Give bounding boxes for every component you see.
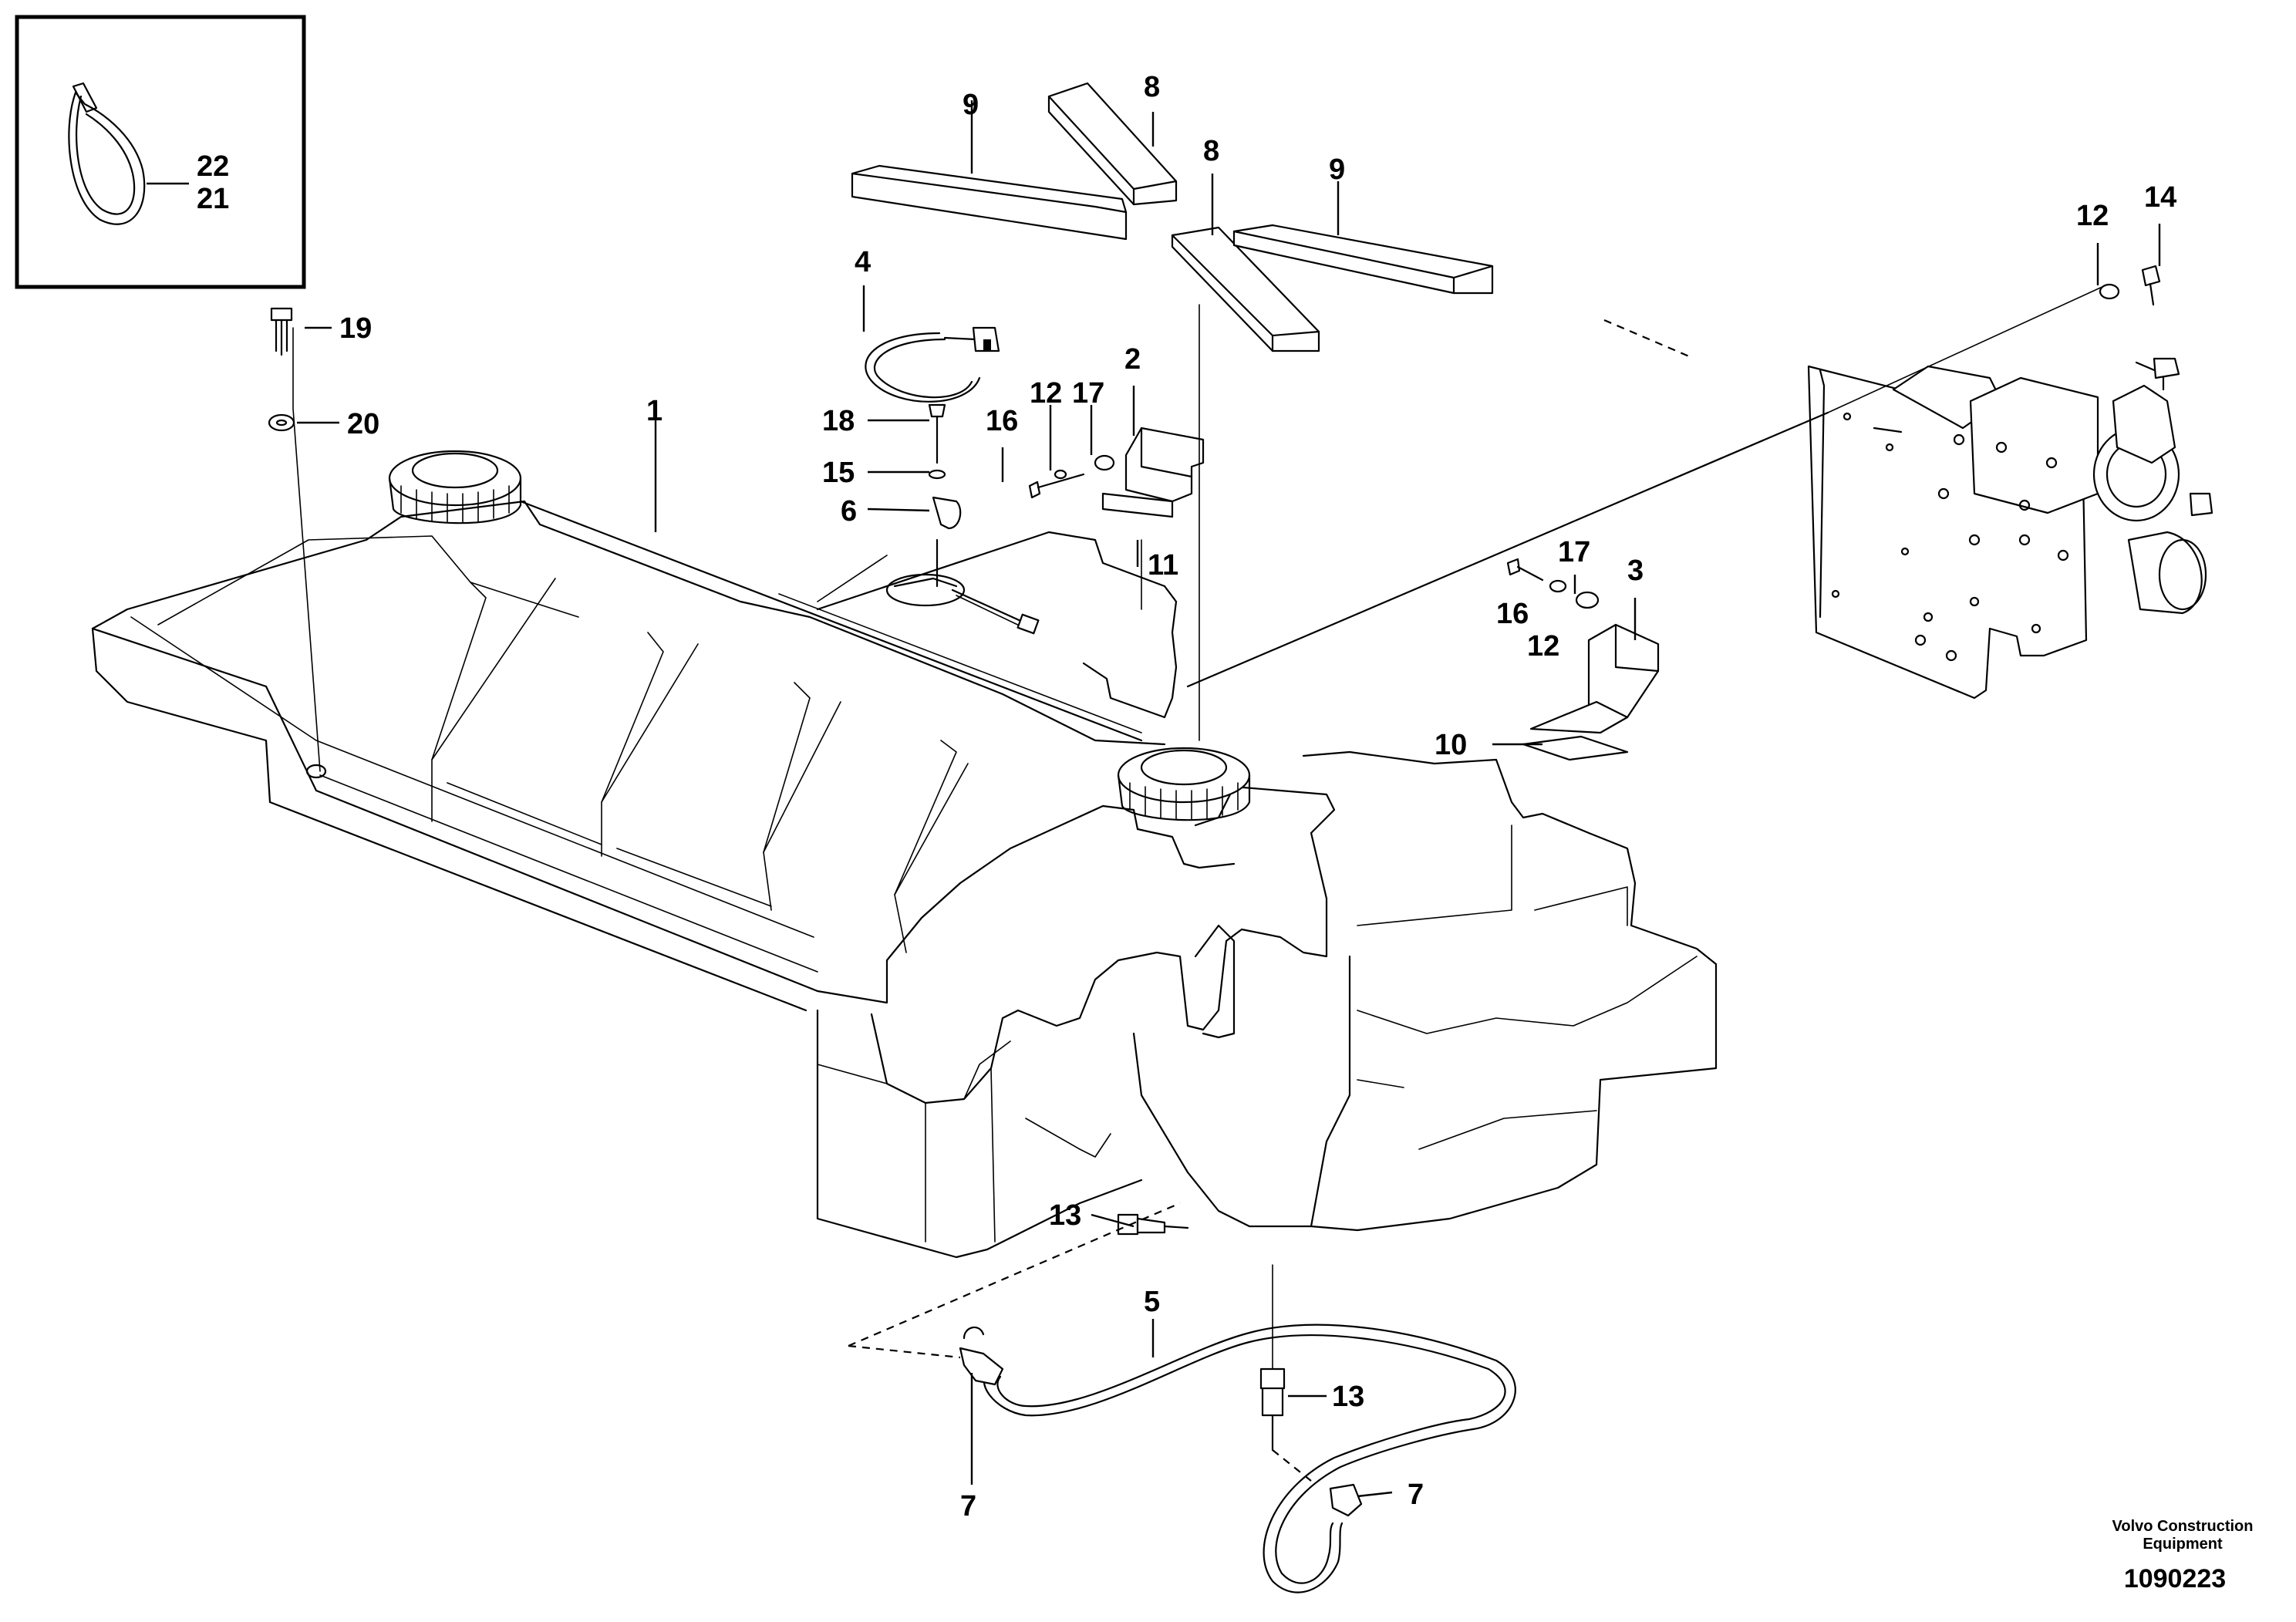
callout-11: 11 [1148,549,1178,582]
bracket-3 [1506,558,1660,761]
callout-20: 20 [347,408,379,440]
callout-19: 19 [339,312,372,345]
level-sender [885,573,1040,635]
clamp-hardware [928,403,962,588]
fuel-hose [959,1213,1516,1593]
dashed-guides [848,319,1690,1359]
filler-cap-right [1117,747,1251,821]
callout-numbers: 22 21 19 20 1 9 8 8 9 4 2 17 12 16 18 15… [197,71,2176,1523]
callout-8b: 8 [1203,135,1219,167]
filler-cap-left [388,450,1143,742]
cable-tie-icon [68,82,189,225]
document-number: 1090223 [2124,1564,2226,1593]
fuel-tank [91,327,1718,1259]
plate-bolts [1831,412,2069,662]
callout-10: 10 [1435,729,1467,761]
callout-2: 2 [1124,343,1141,376]
callout-3: 3 [1627,555,1644,587]
brand-line-2: Equipment [2143,1536,2223,1553]
washer-12 [2099,283,2120,300]
callout-15: 15 [822,457,855,489]
callout-7b: 7 [1408,1479,1424,1511]
bracket-2 [1028,427,1205,610]
callout-14: 14 [2144,181,2176,214]
callout-18: 18 [822,405,855,437]
callout-4: 4 [855,246,871,278]
callout-5: 5 [1144,1286,1160,1318]
callout-8a: 8 [1144,71,1160,103]
callout-12c: 12 [1527,630,1559,663]
fuel-pump-assembly [1807,357,2213,700]
bolt-19 [270,307,293,356]
brand-line-1: Volvo Construction [2112,1518,2254,1535]
leader-lines [297,100,2161,1498]
foam-strips [851,82,1494,352]
callout-16a: 16 [986,405,1018,437]
inset-cable-tie [15,15,306,289]
callout-16b: 16 [1496,598,1529,630]
callout-13a: 13 [1049,1199,1081,1232]
connector-line [1186,411,1829,688]
callout-17b: 17 [1558,536,1590,568]
callout-1: 1 [646,395,663,427]
bolt-14 [2141,265,2161,306]
callout-12a: 12 [1030,377,1062,410]
callout-12b: 12 [2076,200,2109,232]
footer-brand: Volvo Construction Equipment 1090223 [2112,1518,2254,1593]
callout-21: 21 [197,183,229,215]
callout-9b: 9 [1329,153,1345,186]
callout-13b: 13 [1332,1381,1364,1413]
callout-7a: 7 [960,1490,976,1523]
callout-17a: 17 [1072,377,1104,410]
callout-22: 22 [197,150,229,183]
washer-20 [268,413,295,432]
wire-harness [865,326,1000,403]
callout-9a: 9 [963,89,979,121]
callout-6: 6 [841,495,857,528]
